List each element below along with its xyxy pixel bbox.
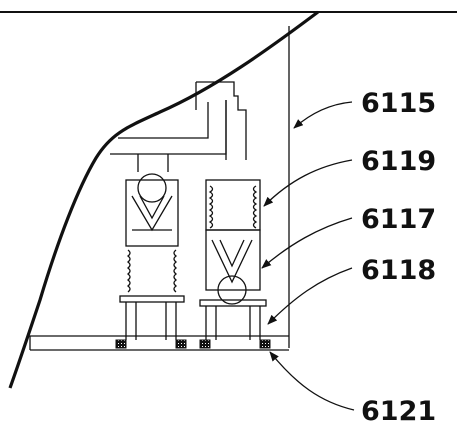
right-valve-assembly <box>199 179 271 349</box>
right-seal-a <box>199 339 211 349</box>
label-6121: 6121 <box>361 396 436 427</box>
left-check-ball <box>137 173 167 203</box>
left-valve-assembly <box>115 173 187 349</box>
right-seal-b <box>259 339 271 349</box>
left-spring <box>126 249 178 293</box>
left-seal-a <box>115 339 127 349</box>
leader-6118 <box>267 267 353 325</box>
fluid-passage <box>110 81 247 172</box>
leader-6117 <box>261 217 353 269</box>
label-6115: 6115 <box>361 88 436 119</box>
leader-6119 <box>263 159 353 207</box>
right-spring <box>208 185 258 229</box>
leader-6115 <box>293 101 353 129</box>
label-6117: 6117 <box>361 204 436 235</box>
leader-6121 <box>269 351 355 411</box>
label-6119: 6119 <box>361 146 436 177</box>
outer-wall-curve <box>8 10 319 389</box>
label-6118: 6118 <box>361 255 436 286</box>
right-check-ball <box>217 275 247 305</box>
left-seal-b <box>175 339 187 349</box>
